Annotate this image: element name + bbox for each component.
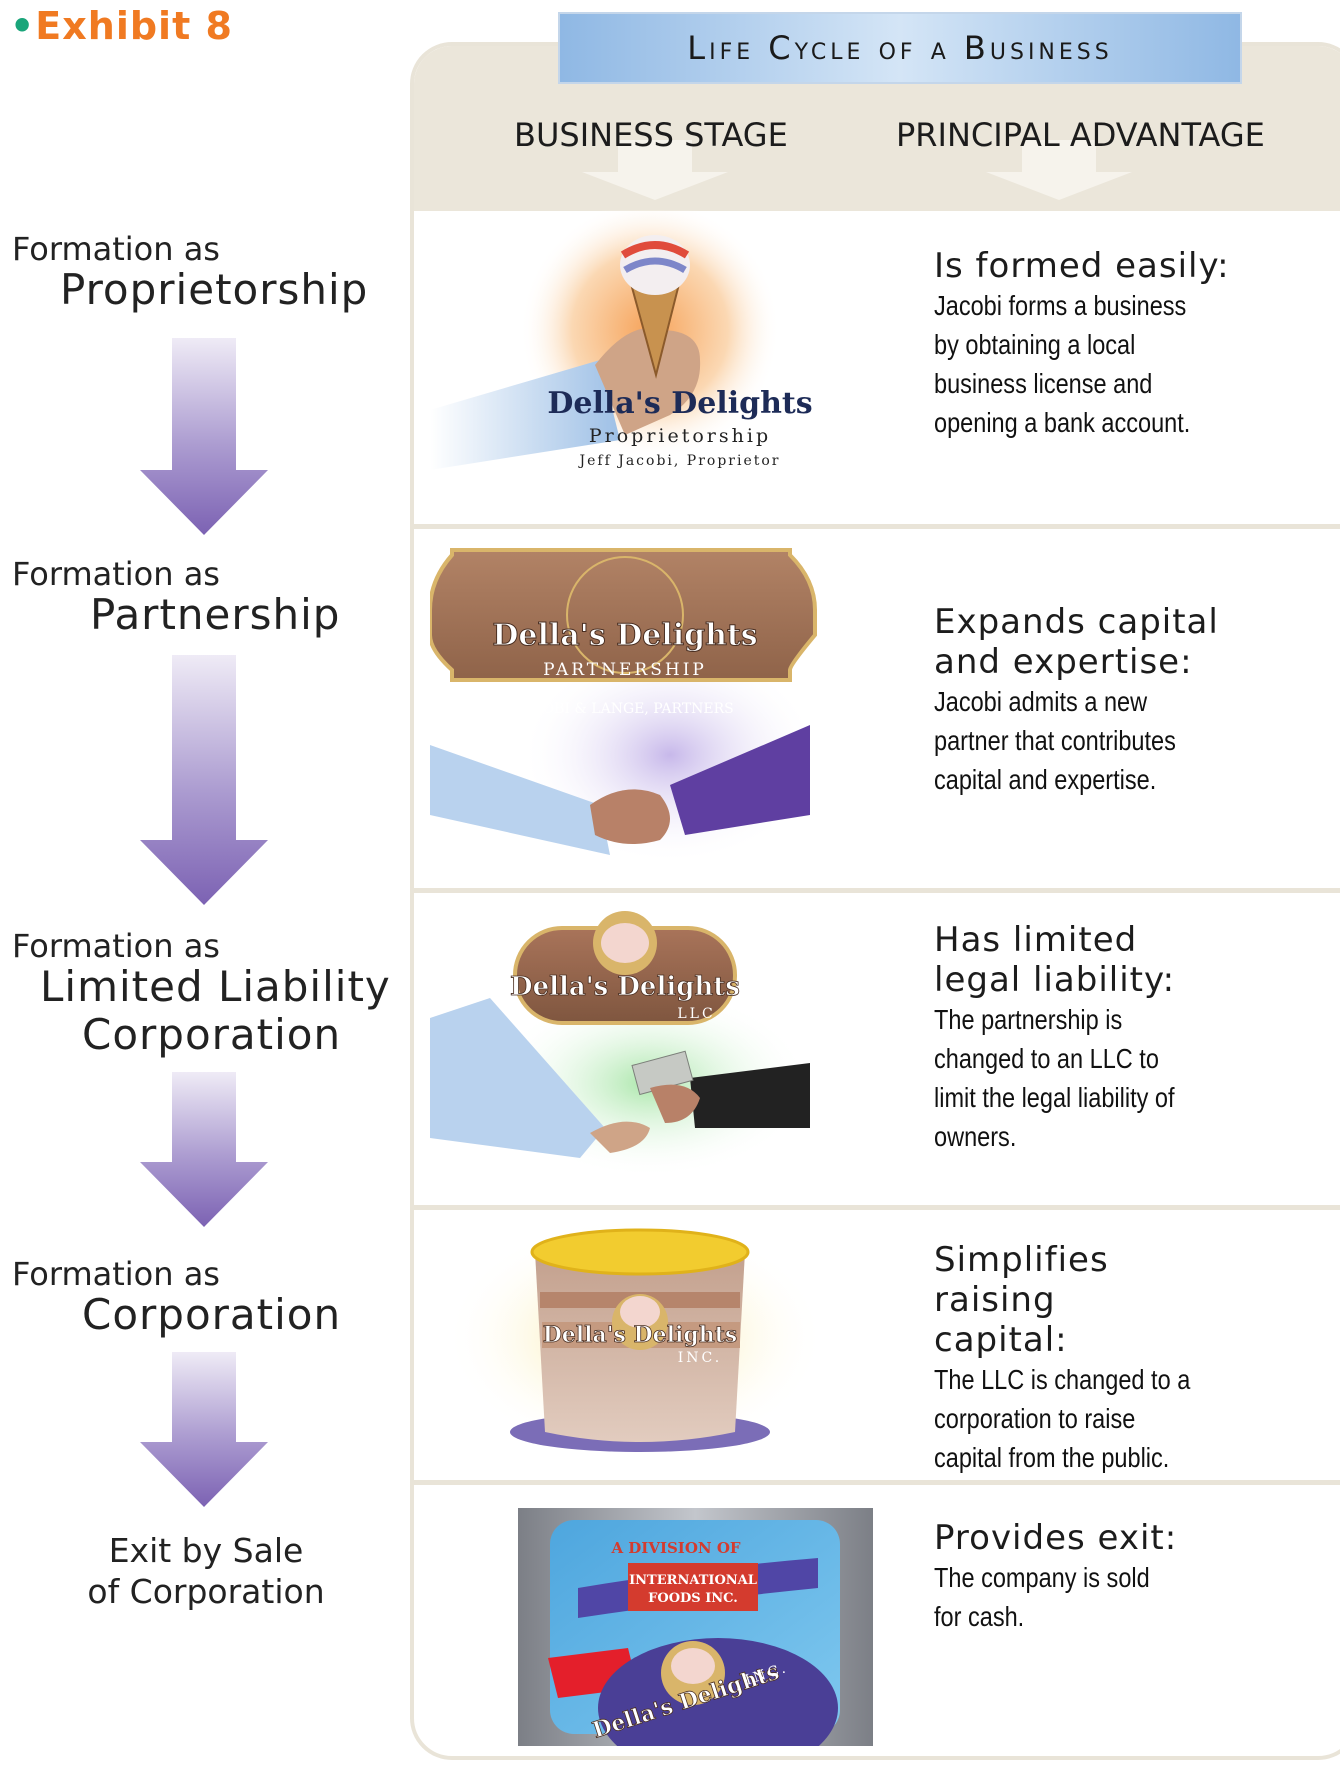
down-arrow-icon [582, 140, 728, 200]
brand-name: Della's Delights [510, 972, 740, 1002]
brand-name: Della's Delights [547, 386, 812, 421]
owner-name: Jeff Jacobi, Proprietor [578, 453, 781, 469]
advantage-4-title: Simplifies raising capital: [934, 1240, 1109, 1360]
advantage-2-title: Expands capital and expertise: [934, 602, 1219, 682]
advantage-5-text: The company is sold for cash. [934, 1562, 1150, 1632]
stage-4-prefix: Formation as [12, 1255, 220, 1293]
column-head-arrows [582, 140, 1132, 200]
diagram-title: Life Cycle of a Business [558, 12, 1242, 84]
stage-1-name: Proprietorship [60, 265, 369, 314]
advantage-3-title: Has limited legal liability: [934, 920, 1176, 1000]
row-divider [410, 1205, 1340, 1210]
llc-illustration: Della's Delights LLC. [430, 911, 810, 1178]
advantage-5-title: Provides exit: [934, 1518, 1178, 1558]
stage-3-prefix: Formation as [12, 927, 220, 965]
business-type: LLC. [677, 1006, 722, 1022]
stage-5-name: Exit by Sale of Corporation [26, 1530, 386, 1612]
advantage-2: Expands capital and expertise: Jacobi ad… [934, 602, 1234, 799]
advantage-2-text: Jacobi admits a new partner that contrib… [934, 686, 1176, 795]
down-arrow-icon [986, 140, 1132, 200]
exit-illustration: A DIVISION OF INTERNATIONAL FOODS INC. D… [518, 1508, 873, 1746]
advantage-4: Simplifies raising capital: The LLC is c… [934, 1240, 1190, 1477]
business-type: PARTNERSHIP [543, 660, 707, 680]
stage-5-name-line1: Exit by Sale [108, 1531, 304, 1570]
stage-2-name: Partnership [90, 590, 341, 639]
down-arrow-icon [140, 1352, 268, 1507]
brand-name: Della's Delights [543, 1322, 738, 1348]
advantage-1: Is formed easily: Jacobi forms a busines… [934, 246, 1274, 442]
parent-name-line1: INTERNATIONAL [629, 1573, 757, 1588]
advantage-3-text: The partnership is changed to an LLC to … [934, 1004, 1175, 1152]
stage-1-prefix: Formation as [12, 230, 220, 268]
stage-4-name: Corporation [82, 1290, 342, 1339]
stage-arrows [140, 338, 268, 1507]
stage-5-name-line2: of Corporation [87, 1572, 325, 1611]
stage-3-name-line2: Corporation [82, 1010, 342, 1059]
stage-3-name-line1: Limited Liability [40, 962, 391, 1011]
advantage-4-text: The LLC is changed to a corporation to r… [934, 1364, 1191, 1473]
row-divider [410, 1480, 1340, 1485]
advantage-1-title: Is formed easily: [934, 246, 1230, 286]
down-arrow-icon [140, 338, 268, 535]
row-divider [410, 888, 1340, 893]
advantage-3: Has limited legal liability: The partner… [934, 920, 1184, 1156]
brand-name: Della's Delights [492, 618, 757, 653]
advantage-1-text: Jacobi forms a business by obtaining a l… [934, 290, 1191, 438]
corporation-illustration: Della's Delights INC. [445, 1217, 825, 1457]
down-arrow-icon [140, 1072, 268, 1227]
advantage-5: Provides exit: The company is sold for c… [934, 1518, 1264, 1636]
division-label: A DIVISION OF [610, 1539, 740, 1557]
partnership-illustration: Della's Delights PARTNERSHIP JACOBI & LA… [430, 548, 820, 865]
exhibit-label: •Exhibit 8 [10, 4, 233, 48]
column-header-advantage: PRINCIPAL ADVANTAGE [896, 116, 1265, 154]
column-header-stage: BUSINESS STAGE [514, 116, 788, 154]
parent-name-line2: FOODS INC. [648, 1591, 738, 1606]
owner-name: JACOBI & LANGE, PARTNERS [514, 701, 734, 717]
row-divider [410, 524, 1340, 529]
down-arrow-icon [140, 655, 268, 905]
stage-2-prefix: Formation as [12, 555, 220, 593]
business-type: Proprietorship [589, 425, 771, 447]
business-type: INC. [678, 1350, 722, 1366]
proprietorship-illustration: Della's Delights Proprietorship Jeff Jac… [430, 210, 813, 470]
